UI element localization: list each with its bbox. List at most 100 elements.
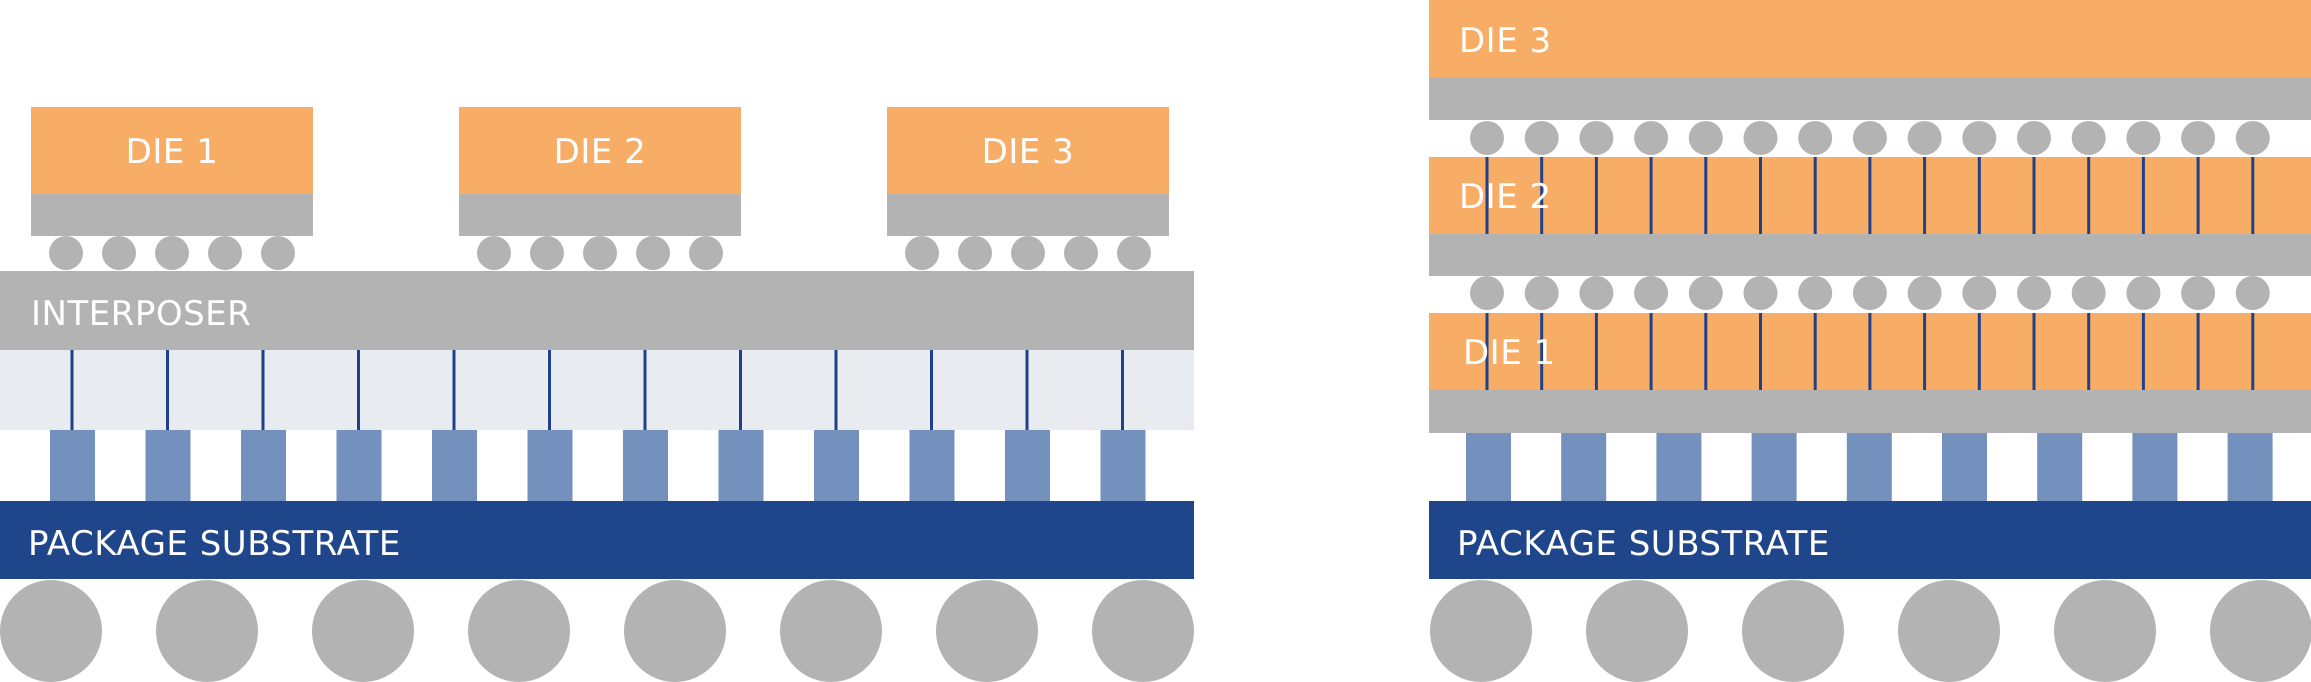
- micro-bump: [1524, 276, 1559, 310]
- solder-ball: [1092, 580, 1194, 682]
- micro-bump: [1798, 121, 1833, 155]
- micro-bump: [905, 236, 939, 270]
- die-1-left: DIE 1: [31, 107, 313, 236]
- die-label: DIE 1: [126, 132, 219, 172]
- micro-bump: [1470, 121, 1504, 155]
- micro-bump: [1743, 121, 1778, 155]
- left-assembly: DIE 1 DIE 2 DIE 3 INTERPOSER PACKAGE SUB…: [0, 107, 1194, 682]
- micro-bump: [1907, 276, 1942, 310]
- solder-ball: [1586, 580, 1688, 682]
- solder-ball: [156, 580, 258, 682]
- copper-pillar: [623, 430, 668, 501]
- copper-pillar: [2132, 433, 2178, 501]
- left-solder-balls: [0, 580, 1194, 682]
- die-body: [31, 107, 313, 194]
- copper-pillar: [909, 430, 955, 501]
- micro-bump: [2181, 276, 2216, 310]
- stack-micro-bumps: [1470, 121, 2270, 310]
- micro-bump: [49, 236, 83, 270]
- micro-bump: [1524, 121, 1559, 155]
- right-assembly: DIE 3 DIE 2 DIE 1 PACKAGE SUBSTRATE: [1429, 0, 2311, 682]
- die-body: [887, 107, 1169, 194]
- copper-pillar: [241, 430, 286, 501]
- die-2-right-label: DIE 2: [1459, 177, 1552, 217]
- micro-bump: [1011, 236, 1045, 270]
- package-substrate-right: [1429, 501, 2311, 579]
- interposer-top-layer: [0, 271, 1194, 350]
- copper-pillar: [1561, 433, 1607, 501]
- micro-bump: [2017, 121, 2051, 155]
- interposer-label: INTERPOSER: [31, 294, 251, 334]
- micro-bump: [1743, 276, 1778, 310]
- micro-bump: [2235, 276, 2270, 310]
- solder-ball: [468, 580, 570, 682]
- solder-ball: [624, 580, 726, 682]
- die-base-layer: [31, 194, 313, 236]
- copper-pillar: [2227, 433, 2273, 501]
- micro-bump: [1470, 276, 1504, 310]
- die-3-right-base: [1429, 77, 2311, 120]
- micro-bump: [1579, 276, 1614, 310]
- copper-pillar: [1466, 433, 1511, 501]
- micro-bump: [1688, 121, 1723, 155]
- micro-bump: [155, 236, 189, 270]
- micro-bump: [1852, 276, 1887, 310]
- micro-bump: [2235, 121, 2270, 155]
- micro-bump: [1579, 121, 1614, 155]
- micro-bump: [583, 236, 617, 270]
- substrate-label-right: PACKAGE SUBSTRATE: [1457, 524, 1830, 564]
- solder-ball: [780, 580, 882, 682]
- copper-pillar: [1846, 433, 1892, 501]
- micro-bump: [1117, 236, 1151, 270]
- die-1-right-label: DIE 1: [1463, 333, 1556, 373]
- right-solder-balls: [1430, 580, 2311, 682]
- solder-ball: [1742, 580, 1844, 682]
- micro-bump: [689, 236, 723, 270]
- solder-ball: [2210, 580, 2311, 682]
- micro-bump: [2071, 276, 2106, 310]
- copper-pillar: [1751, 433, 1797, 501]
- solder-ball: [312, 580, 414, 682]
- micro-bump: [2126, 121, 2161, 155]
- micro-bump: [1852, 121, 1887, 155]
- solder-ball: [1898, 580, 2000, 682]
- interposer-body: [0, 350, 1194, 430]
- copper-pillar: [1100, 430, 1146, 501]
- copper-pillar: [145, 430, 191, 501]
- copper-pillar: [1942, 433, 1987, 501]
- micro-bump: [1962, 121, 1997, 155]
- stack-tsvs: [1485, 157, 2255, 390]
- copper-pillar: [50, 430, 95, 501]
- solder-ball: [2054, 580, 2156, 682]
- die-base-layer: [887, 194, 1169, 236]
- copper-pillar: [336, 430, 382, 501]
- micro-bump: [208, 236, 242, 270]
- micro-bump: [1962, 276, 1997, 310]
- solder-ball: [1430, 580, 1532, 682]
- micro-bump: [1798, 276, 1833, 310]
- micro-bump: [261, 236, 295, 270]
- micro-bump: [530, 236, 564, 270]
- copper-pillar: [432, 430, 477, 501]
- copper-pillar: [1005, 430, 1050, 501]
- solder-ball: [0, 580, 102, 682]
- left-pillars: [50, 430, 1146, 501]
- die-3-right-body: [1429, 0, 2311, 77]
- copper-pillar: [814, 430, 859, 501]
- micro-bump: [2126, 276, 2161, 310]
- die-label: DIE 3: [982, 132, 1075, 172]
- micro-bump: [2017, 276, 2051, 310]
- micro-bump: [2071, 121, 2106, 155]
- die-3-left: DIE 3: [887, 107, 1169, 236]
- solder-ball: [936, 580, 1038, 682]
- micro-bump: [1688, 276, 1723, 310]
- die-1-right-base: [1429, 390, 2311, 433]
- copper-pillar: [1656, 433, 1702, 501]
- right-pillars: [1466, 433, 2273, 501]
- micro-bump: [636, 236, 670, 270]
- die-label: DIE 2: [554, 132, 647, 172]
- die-2-left: DIE 2: [459, 107, 741, 236]
- package-substrate-left: [0, 501, 1194, 579]
